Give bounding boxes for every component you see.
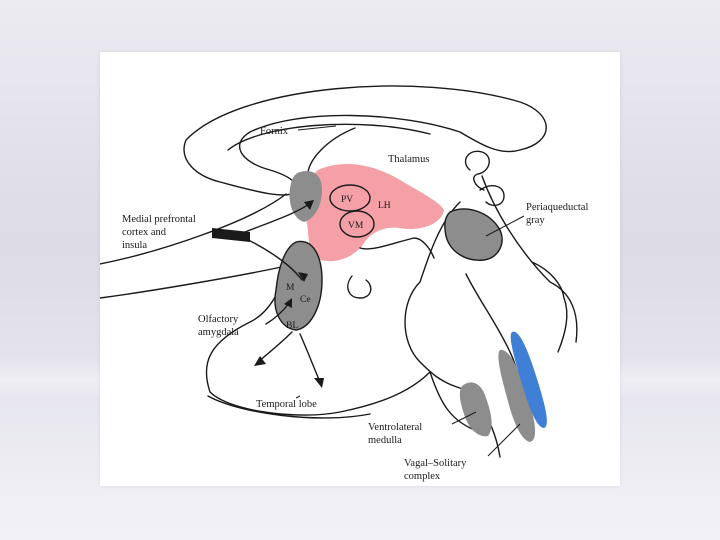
ce-label: Ce [300, 295, 311, 305]
medial-prefrontal-label-1: Medial prefrontal [122, 214, 196, 225]
temporal-lobe-label: Temporal lobe [256, 399, 317, 410]
brain-diagram: Fornix Thalamus PV LH VM Periaqueductal … [100, 52, 620, 486]
vagal-solitary-label-2: complex [404, 471, 441, 482]
pineal-curl [480, 186, 504, 206]
periaqueductal-label-2: gray [526, 215, 545, 226]
thalamus-label: Thalamus [388, 154, 429, 165]
amygdala-outflow-left [258, 332, 292, 362]
olfactory-label: Olfactory [198, 314, 239, 325]
periaqueductal-gray-region [445, 209, 502, 260]
temporal-leader [296, 396, 300, 398]
vm-label: VM [348, 221, 364, 231]
mammillary-loop [348, 276, 371, 298]
m-label: M [286, 283, 295, 293]
amygdala-outflow-down [300, 334, 320, 382]
periaqueductal-label-1: Periaqueductal [526, 202, 588, 213]
ventrolateral-medulla-region [460, 382, 492, 436]
ventrolateral-label-2: medulla [368, 435, 402, 446]
bl-label: BL [286, 321, 298, 331]
amygdala-gray-region [275, 241, 322, 330]
prefrontal-arrow [212, 228, 250, 242]
brainstem-outline-right [482, 176, 577, 342]
hypothalamus-region [305, 164, 444, 261]
cerebellum-edge [532, 262, 567, 352]
amygdala-label: amygdala [198, 327, 239, 338]
ventrolateral-label-1: Ventrolateral [368, 422, 422, 433]
medial-prefrontal-label-2: cortex and [122, 227, 167, 238]
fornix-label: Fornix [260, 126, 289, 137]
arrowhead-outflow-down [314, 378, 324, 388]
pv-label: PV [341, 195, 353, 205]
hypothalamus-lower-edge [360, 238, 434, 258]
vagal-solitary-label-1: Vagal–Solitary [404, 458, 467, 469]
lh-label: LH [378, 201, 391, 211]
medial-prefrontal-label-3: insula [122, 240, 147, 251]
diagram-panel: Fornix Thalamus PV LH VM Periaqueductal … [100, 52, 620, 486]
